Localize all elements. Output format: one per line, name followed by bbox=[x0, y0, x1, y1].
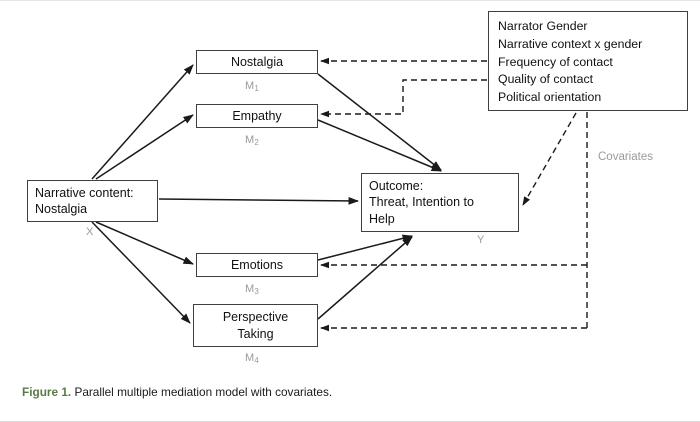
var-label-m2-sub: 2 bbox=[254, 138, 260, 147]
path-x-to-emotions bbox=[95, 221, 194, 265]
var-label-m3: M3 bbox=[245, 283, 260, 296]
node-emotions-label: Emotions bbox=[230, 257, 284, 272]
var-label-m1: M1 bbox=[245, 80, 260, 93]
covariates-caption-text: Covariates bbox=[598, 151, 653, 163]
node-empathy-label: Empathy bbox=[232, 108, 282, 123]
path-covariates-to-empathy bbox=[320, 79, 487, 118]
node-outcome[interactable]: Outcome: Threat, Intention to Help bbox=[361, 173, 519, 232]
var-label-m4: M4 bbox=[245, 352, 260, 365]
path-x-to-outcome-direct bbox=[158, 197, 360, 205]
var-label-m3-text: M bbox=[245, 283, 255, 295]
var-label-x: X bbox=[86, 226, 94, 238]
covariate-item: Quality of contact bbox=[498, 72, 594, 87]
figure-caption: Figure 1. Parallel multiple mediation mo… bbox=[22, 385, 332, 399]
node-perspective-taking[interactable]: Perspective Taking bbox=[193, 304, 318, 347]
path-x-to-perspective-taking bbox=[91, 221, 191, 324]
node-nostalgia[interactable]: Nostalgia bbox=[196, 50, 318, 74]
var-label-m2: M2 bbox=[245, 134, 260, 147]
node-nostalgia-label: Nostalgia bbox=[230, 54, 284, 69]
node-perspective-taking-label: Perspective Taking bbox=[222, 310, 289, 341]
path-emotions-to-outcome bbox=[317, 234, 414, 261]
var-label-m4-text: M bbox=[245, 352, 255, 364]
path-x-to-nostalgia bbox=[91, 64, 194, 180]
node-narrative-content-label: Narrative content: Nostalgia bbox=[35, 185, 134, 217]
node-emotions[interactable]: Emotions bbox=[196, 253, 318, 277]
figure-caption-label: Figure 1. bbox=[22, 385, 72, 399]
var-label-y: Y bbox=[477, 234, 485, 246]
var-label-y-text: Y bbox=[477, 234, 485, 246]
covariate-item: Political orientation bbox=[498, 90, 602, 105]
path-diagram bbox=[91, 57, 588, 332]
covariates-box[interactable]: Narrator Gender Narrative context x gend… bbox=[488, 11, 688, 111]
var-label-m2-text: M bbox=[245, 134, 255, 146]
path-perspective-taking-to-outcome bbox=[317, 236, 413, 320]
path-covariates-to-outcome bbox=[522, 112, 577, 206]
node-outcome-label: Outcome: Threat, Intention to Help bbox=[369, 178, 474, 226]
covariates-caption: Covariates bbox=[598, 151, 653, 163]
path-x-to-empathy bbox=[95, 114, 194, 180]
covariate-item: Narrator Gender bbox=[498, 19, 588, 33]
path-nostalgia-to-outcome bbox=[317, 73, 442, 171]
var-label-m3-sub: 3 bbox=[254, 287, 260, 296]
var-label-x-text: X bbox=[86, 226, 94, 238]
path-empathy-to-outcome bbox=[317, 119, 442, 172]
figure-caption-text: Parallel multiple mediation model with c… bbox=[71, 385, 333, 399]
covariate-item: Narrative context x gender bbox=[498, 36, 643, 51]
covariate-item: Frequency of contact bbox=[498, 54, 613, 69]
var-label-m1-text: M bbox=[245, 80, 255, 92]
var-label-m4-sub: 4 bbox=[254, 356, 260, 365]
node-narrative-content[interactable]: Narrative content: Nostalgia bbox=[27, 180, 158, 222]
var-label-m1-sub: 1 bbox=[254, 84, 260, 93]
node-empathy[interactable]: Empathy bbox=[196, 104, 318, 128]
